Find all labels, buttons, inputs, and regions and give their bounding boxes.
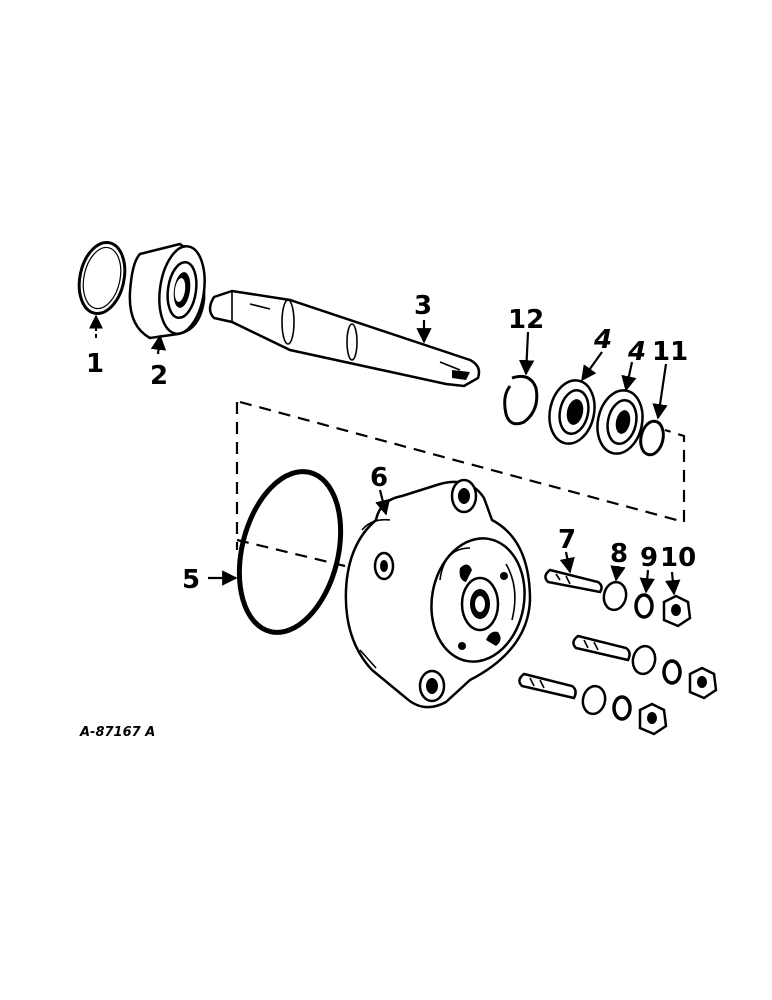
callout-11: 11 xyxy=(652,337,688,367)
callout-2: 2 xyxy=(150,361,168,391)
part-12-retaining-ring xyxy=(503,374,539,426)
part-7-stud xyxy=(518,568,631,700)
callout-1: 1 xyxy=(86,349,104,379)
part-9-lock-washer xyxy=(612,593,682,721)
alignment-dashed-lines xyxy=(235,400,686,568)
callout-4a: 4 xyxy=(593,325,612,355)
callout-3: 3 xyxy=(414,291,432,321)
part-8-washer xyxy=(581,580,657,716)
part-1-snap-ring xyxy=(77,240,127,316)
part-3-shaft xyxy=(208,289,481,388)
part-5-gasket-ring xyxy=(236,469,344,635)
callout-5: 5 xyxy=(182,565,200,595)
figure-reference-number: A-87167 A xyxy=(79,725,155,740)
callout-9: 9 xyxy=(640,543,658,573)
callout-12: 12 xyxy=(508,305,544,335)
part-2-ball-bearing xyxy=(128,242,206,340)
part-4-seal-b xyxy=(596,389,644,455)
callout-10: 10 xyxy=(660,543,696,573)
part-11-o-ring xyxy=(639,419,665,457)
callout-labels: 1 2 3 12 4 4 11 6 5 7 8 9 10 xyxy=(86,291,696,595)
part-4-seal-a xyxy=(548,379,596,445)
callout-4b: 4 xyxy=(627,337,646,367)
callout-6: 6 xyxy=(370,463,388,493)
callout-leader-lines xyxy=(89,314,681,596)
callout-8: 8 xyxy=(610,539,628,569)
callout-7: 7 xyxy=(558,525,576,555)
part-6-pump-housing xyxy=(344,478,532,709)
part-10-nut xyxy=(638,594,718,736)
